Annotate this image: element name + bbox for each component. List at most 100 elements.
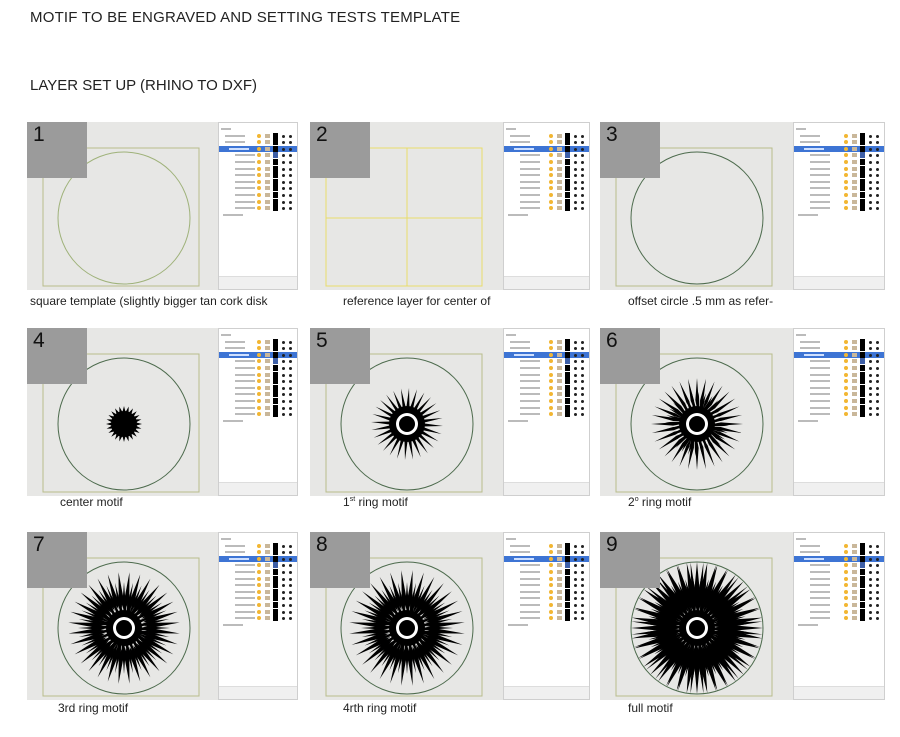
layer-color-swatch[interactable] bbox=[565, 582, 570, 589]
lock-icon[interactable] bbox=[557, 186, 562, 191]
layer-row[interactable] bbox=[219, 384, 297, 391]
layer-row[interactable] bbox=[794, 338, 884, 345]
layer-color-swatch[interactable] bbox=[273, 358, 278, 365]
lock-icon[interactable] bbox=[557, 616, 562, 621]
lock-icon[interactable] bbox=[852, 146, 857, 151]
lightbulb-icon[interactable] bbox=[549, 179, 553, 184]
layer-row[interactable] bbox=[794, 178, 884, 185]
lock-icon[interactable] bbox=[852, 405, 857, 410]
layer-row[interactable] bbox=[504, 615, 589, 622]
lock-icon[interactable] bbox=[852, 140, 857, 145]
layer-row[interactable] bbox=[219, 411, 297, 418]
lightbulb-icon[interactable] bbox=[549, 616, 553, 621]
lock-icon[interactable] bbox=[852, 339, 857, 344]
layer-row[interactable] bbox=[219, 555, 297, 562]
layer-color-swatch[interactable] bbox=[273, 542, 278, 549]
lightbulb-icon[interactable] bbox=[257, 193, 261, 197]
layer-color-swatch[interactable] bbox=[860, 358, 865, 365]
layer-row[interactable] bbox=[794, 358, 884, 365]
lightbulb-icon[interactable] bbox=[549, 372, 553, 377]
layer-color-swatch[interactable] bbox=[273, 569, 278, 575]
rhino-viewport[interactable]: 2 bbox=[310, 122, 503, 290]
layer-color-swatch[interactable] bbox=[273, 145, 278, 152]
lightbulb-icon[interactable] bbox=[257, 556, 261, 561]
lightbulb-icon[interactable] bbox=[844, 133, 848, 138]
layer-color-swatch[interactable] bbox=[860, 542, 865, 549]
lightbulb-icon[interactable] bbox=[549, 576, 553, 581]
layer-row[interactable] bbox=[504, 205, 589, 212]
lightbulb-icon[interactable] bbox=[257, 550, 261, 555]
layer-color-swatch[interactable] bbox=[273, 338, 278, 345]
layer-color-swatch[interactable] bbox=[565, 371, 570, 378]
layer-color-swatch[interactable] bbox=[273, 378, 278, 385]
lock-icon[interactable] bbox=[265, 346, 270, 351]
lightbulb-icon[interactable] bbox=[257, 583, 261, 588]
layer-row[interactable] bbox=[794, 332, 884, 338]
layer-row[interactable] bbox=[219, 338, 297, 345]
layer-row[interactable] bbox=[504, 126, 589, 132]
lock-icon[interactable] bbox=[265, 193, 270, 197]
lock-icon[interactable] bbox=[852, 193, 857, 197]
lock-icon[interactable] bbox=[557, 563, 562, 568]
lock-icon[interactable] bbox=[852, 583, 857, 588]
layer-color-swatch[interactable] bbox=[273, 152, 278, 159]
layer-color-swatch[interactable] bbox=[860, 371, 865, 378]
lightbulb-icon[interactable] bbox=[257, 412, 261, 417]
layer-row[interactable] bbox=[219, 132, 297, 139]
lightbulb-icon[interactable] bbox=[549, 379, 553, 384]
lightbulb-icon[interactable] bbox=[257, 206, 261, 211]
lock-icon[interactable] bbox=[852, 576, 857, 581]
layer-row[interactable] bbox=[794, 588, 884, 595]
lock-icon[interactable] bbox=[852, 589, 857, 594]
lock-icon[interactable] bbox=[265, 399, 270, 403]
layer-color-swatch[interactable] bbox=[565, 139, 570, 146]
layer-color-swatch[interactable] bbox=[565, 345, 570, 352]
lock-icon[interactable] bbox=[852, 609, 857, 614]
lightbulb-icon[interactable] bbox=[257, 372, 261, 377]
lock-icon[interactable] bbox=[852, 385, 857, 390]
lightbulb-icon[interactable] bbox=[844, 392, 848, 397]
lightbulb-icon[interactable] bbox=[257, 140, 261, 145]
lock-icon[interactable] bbox=[557, 199, 562, 204]
layer-color-swatch[interactable] bbox=[273, 608, 278, 615]
lightbulb-icon[interactable] bbox=[257, 366, 261, 370]
lightbulb-icon[interactable] bbox=[549, 366, 553, 370]
lock-icon[interactable] bbox=[265, 616, 270, 621]
lock-icon[interactable] bbox=[852, 366, 857, 370]
lock-icon[interactable] bbox=[265, 596, 270, 601]
layer-color-swatch[interactable] bbox=[565, 159, 570, 165]
layer-color-swatch[interactable] bbox=[273, 172, 278, 179]
lock-icon[interactable] bbox=[265, 140, 270, 145]
layer-row[interactable] bbox=[219, 615, 297, 622]
lightbulb-icon[interactable] bbox=[257, 385, 261, 390]
lock-icon[interactable] bbox=[557, 193, 562, 197]
layer-row[interactable] bbox=[504, 185, 589, 192]
layers-panel[interactable] bbox=[503, 532, 590, 700]
layer-row[interactable] bbox=[504, 159, 589, 165]
layer-row[interactable] bbox=[504, 411, 589, 418]
layer-color-swatch[interactable] bbox=[565, 555, 570, 562]
lightbulb-icon[interactable] bbox=[844, 596, 848, 601]
lock-icon[interactable] bbox=[265, 609, 270, 614]
lock-icon[interactable] bbox=[852, 550, 857, 555]
rhino-viewport[interactable]: 4 bbox=[27, 328, 218, 496]
lock-icon[interactable] bbox=[852, 563, 857, 568]
lightbulb-icon[interactable] bbox=[549, 596, 553, 601]
lock-icon[interactable] bbox=[265, 385, 270, 390]
lock-icon[interactable] bbox=[557, 206, 562, 211]
layer-color-swatch[interactable] bbox=[565, 411, 570, 418]
layer-row[interactable] bbox=[794, 371, 884, 378]
layer-row[interactable] bbox=[794, 132, 884, 139]
lightbulb-icon[interactable] bbox=[549, 412, 553, 417]
layer-color-swatch[interactable] bbox=[860, 562, 865, 569]
lightbulb-icon[interactable] bbox=[257, 596, 261, 601]
layer-color-swatch[interactable] bbox=[565, 615, 570, 622]
layer-row[interactable] bbox=[794, 549, 884, 556]
lightbulb-icon[interactable] bbox=[257, 392, 261, 397]
lightbulb-icon[interactable] bbox=[549, 570, 553, 574]
lock-icon[interactable] bbox=[852, 603, 857, 607]
lock-icon[interactable] bbox=[557, 583, 562, 588]
layer-color-swatch[interactable] bbox=[273, 371, 278, 378]
lock-icon[interactable] bbox=[557, 412, 562, 417]
lock-icon[interactable] bbox=[265, 550, 270, 555]
